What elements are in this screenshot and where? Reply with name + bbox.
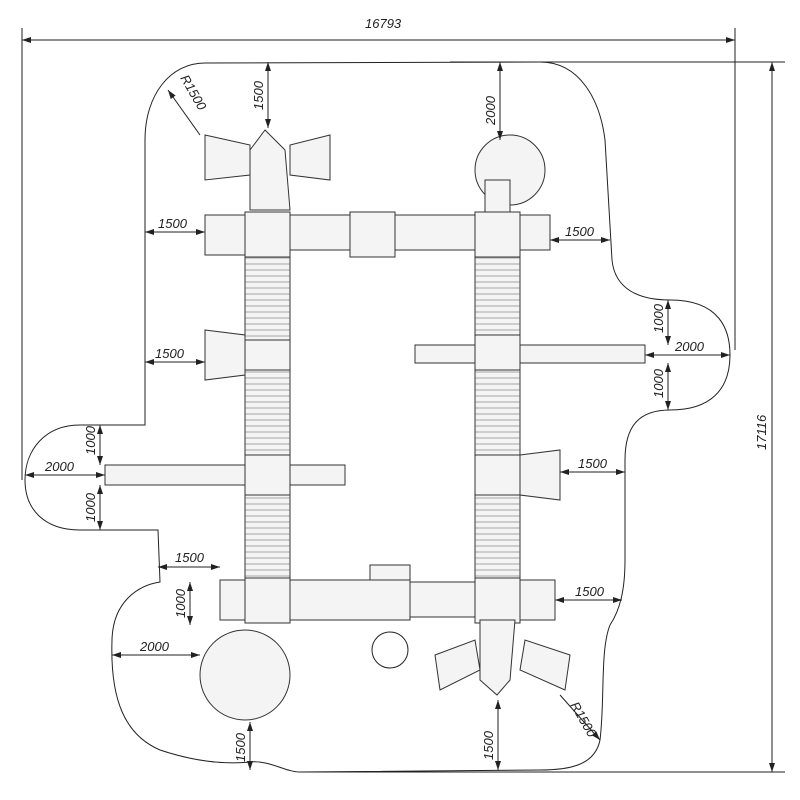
climbing-net — [204, 329, 246, 381]
bridge — [409, 581, 476, 618]
panel-bridge — [289, 579, 411, 621]
clearance-label: 1000 — [651, 368, 666, 398]
clearance-label: 2000 — [44, 459, 75, 474]
climbing-net — [289, 134, 331, 181]
game-panel — [369, 564, 411, 581]
clearance-label: 1000 — [651, 303, 666, 333]
overall-width-label: 16793 — [365, 16, 402, 31]
left-walkway — [244, 254, 291, 581]
tower-platform — [474, 577, 521, 624]
clearance-label: 1500 — [578, 456, 608, 471]
clearance-label: 1000 — [83, 492, 98, 522]
tower-platform — [349, 211, 396, 258]
clearance-label: 2000 — [674, 339, 705, 354]
roof-tower — [474, 454, 521, 496]
roof-tower — [474, 334, 521, 371]
clearance-label: 2000 — [483, 95, 498, 126]
roof-tower — [244, 339, 291, 371]
slide-top — [249, 129, 291, 211]
steps — [519, 214, 551, 251]
clearance-label: 1500 — [158, 216, 188, 231]
climbing-net — [434, 639, 481, 691]
clearance-label: 1500 — [575, 584, 605, 599]
climbing-net — [519, 449, 561, 501]
steps — [519, 579, 556, 621]
side-panel — [289, 464, 346, 486]
radius-label: R1500 — [177, 72, 210, 113]
clearance-label: 1500 — [175, 550, 205, 565]
tower-platform — [474, 211, 521, 258]
clearance-label: 1500 — [565, 224, 595, 239]
slide-entry — [484, 179, 511, 213]
clearance-label: 1500 — [251, 80, 266, 110]
slide-bottom — [479, 619, 516, 696]
steps — [204, 214, 246, 256]
tower-platform — [244, 577, 291, 624]
overall-height-label: 17116 — [754, 414, 769, 450]
safety-zone-outline — [24, 61, 731, 773]
slide-left — [104, 464, 246, 486]
side-panel — [414, 344, 476, 364]
clearance-label: 1000 — [83, 425, 98, 455]
slide-right — [519, 344, 646, 364]
bridge — [289, 214, 351, 251]
spiral-slide-bottom — [199, 629, 291, 721]
net-bridge — [394, 214, 481, 251]
clearance-label: 1500 — [481, 730, 496, 760]
climbing-net — [204, 134, 251, 181]
steps — [219, 579, 246, 621]
roof-tower — [244, 454, 291, 496]
right-walkway — [474, 254, 521, 581]
clearance-label: 1500 — [233, 732, 248, 762]
clearance-label: 1500 — [155, 346, 185, 361]
steering-wheel — [371, 631, 409, 669]
radius-label: R1500 — [567, 699, 600, 740]
dimension-arrows — [25, 62, 730, 770]
clearance-label: 1000 — [173, 588, 188, 618]
climbing-net — [519, 639, 571, 691]
clearance-label: 2000 — [139, 639, 170, 654]
tower-platform — [244, 211, 291, 258]
